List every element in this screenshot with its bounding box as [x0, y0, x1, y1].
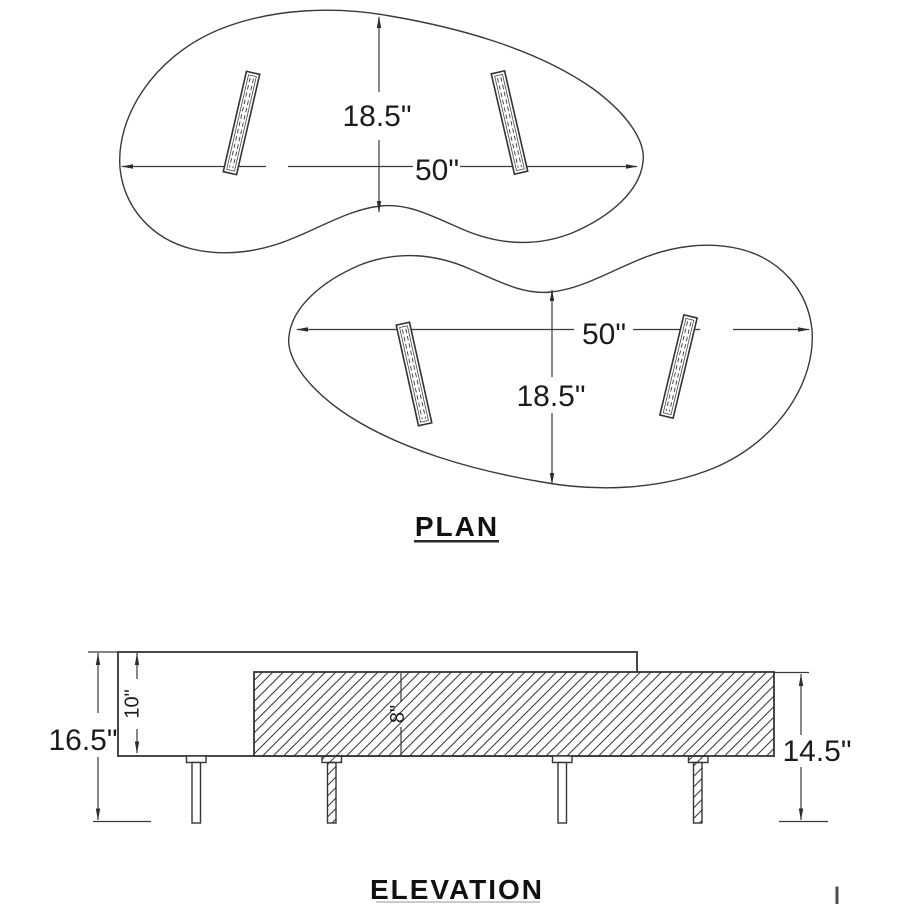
front-table-slab-hatch: [253, 671, 775, 757]
leg-stem: [557, 761, 568, 824]
leg-hidden-line: [232, 78, 254, 169]
front-slab-joint: 8": [387, 673, 409, 755]
leg-inner-line: [662, 317, 695, 416]
arrowhead-down: [376, 201, 382, 213]
elevation-view-title: ELEVATION: [370, 874, 544, 904]
leg-hidden-line: [668, 322, 692, 412]
leg-flange: [687, 755, 709, 764]
leg-outline: [395, 321, 433, 427]
arrowhead-up: [376, 16, 382, 28]
elevation-view: 8" 16.5": [48, 651, 852, 904]
dimension-label: 50": [415, 154, 459, 187]
leg-stem: [326, 761, 337, 824]
leg-stem: [191, 761, 202, 824]
dimension-bottom-width: 50": [296, 318, 810, 351]
leg-inner-line: [399, 325, 429, 423]
leg-outline: [658, 313, 699, 420]
arrowhead-left: [121, 164, 133, 169]
leg-inner-line: [494, 73, 525, 172]
leg-hidden-line: [405, 328, 427, 419]
leg-outline: [222, 70, 261, 176]
leg-flange: [185, 755, 207, 764]
leg-hidden-line: [497, 77, 519, 168]
kidney-tabletop-outline-bottom: [288, 244, 813, 489]
arrowhead-down: [95, 808, 101, 821]
table-leg-plan: [395, 321, 433, 427]
dimension-lower-height: 14.5": [774, 671, 852, 823]
dimension-label: 50": [582, 318, 626, 351]
elevation-title-underline: [376, 901, 540, 903]
arrowhead-down: [134, 741, 140, 754]
arrowhead-up: [549, 289, 555, 301]
arrowhead-up: [95, 653, 101, 665]
plan-view: 18.5" 50": [119, 9, 813, 543]
table-leg-elevation: [185, 755, 207, 824]
table-leg-plan: [658, 313, 699, 420]
arrowhead-right: [798, 327, 810, 332]
dimension-label: 16.5": [48, 724, 117, 757]
leg-outline: [490, 69, 529, 176]
kidney-tabletop-outline-top: [119, 9, 644, 254]
dimension-label: 10": [122, 689, 144, 718]
leg-flange: [321, 755, 343, 764]
arrowhead-up: [134, 653, 140, 665]
plan-title-underline: [414, 540, 499, 543]
leg-hidden-line: [229, 77, 251, 168]
table-leg-plan: [490, 69, 529, 176]
dimension-bottom-depth: 18.5": [516, 289, 586, 485]
table-leg-elevation: [551, 755, 573, 824]
leg-flange: [551, 755, 573, 764]
arrowhead-down: [798, 808, 804, 821]
dimension-label: 18.5": [516, 380, 585, 413]
table-leg-elevation-hatched: [687, 755, 709, 824]
arrowhead-up: [798, 674, 804, 686]
dimension-top-width: 50": [121, 154, 638, 187]
scroll-artifact: [835, 886, 839, 904]
plan-view-title: PLAN: [415, 511, 499, 542]
table-leg-elevation-hatched: [321, 755, 343, 824]
dimension-top-thickness: 10": [122, 653, 144, 754]
dimension-label: 18.5": [342, 100, 411, 133]
arrowhead-down: [549, 473, 555, 485]
leg-stem: [692, 761, 703, 824]
arrowhead-right: [626, 164, 638, 169]
leg-inner-line: [226, 74, 257, 172]
leg-hidden-line: [401, 329, 423, 420]
arrowhead-left: [296, 327, 308, 332]
dimension-top-depth: 18.5": [342, 16, 412, 213]
dimension-label: 14.5": [782, 735, 851, 768]
dimension-overall-height: 16.5": [48, 651, 151, 823]
dimension-label: 8": [387, 705, 409, 723]
table-leg-plan: [222, 70, 261, 176]
leg-hidden-line: [665, 321, 689, 411]
leg-hidden-line: [500, 77, 522, 168]
